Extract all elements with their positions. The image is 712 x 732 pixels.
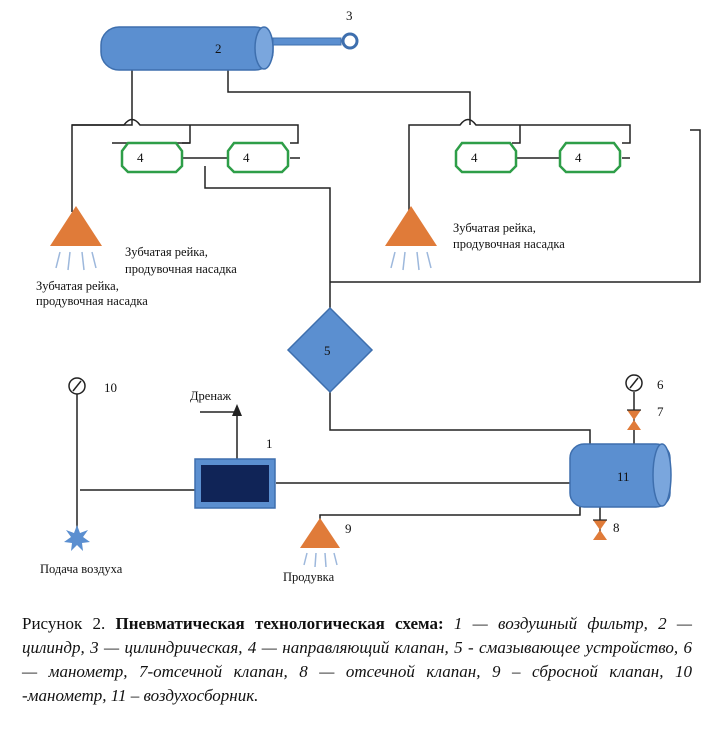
- drain-label: Дренаж: [190, 389, 232, 403]
- cylinder: 2: [100, 26, 274, 71]
- valve-number: 4: [575, 150, 582, 165]
- directional-valve: 4: [454, 141, 518, 174]
- receiver-number: 11: [617, 469, 630, 484]
- valve-number: 4: [137, 150, 144, 165]
- rack-label: продувочная насадка: [453, 237, 565, 251]
- lubricator: 5: [286, 306, 374, 394]
- cylinder-number: 2: [215, 41, 222, 56]
- cutoff-valve-bottom: 8: [593, 519, 620, 540]
- filter-number: 1: [266, 436, 273, 451]
- pressure-gauge-left: 10: [68, 377, 117, 395]
- directional-valve: 4: [226, 141, 290, 174]
- rack-label: Зубчатая рейка,: [125, 245, 208, 259]
- piston-rod: 3: [272, 8, 359, 50]
- rack-label: Зубчатая рейка,: [453, 221, 536, 235]
- directional-valve: 4: [120, 141, 184, 174]
- cutoff-number: 7: [657, 404, 664, 419]
- blow-nozzle-left: [50, 206, 102, 271]
- rack-label: продувочная насадка: [36, 294, 148, 308]
- relief-valve: 9: [300, 518, 352, 568]
- air-intake-icon: [64, 525, 90, 551]
- figure-caption: Рисунок 2. Пневматическая технологическа…: [22, 612, 692, 708]
- rack-label: продувочная насадка: [125, 262, 237, 276]
- rod-number: 3: [346, 8, 353, 23]
- lubricator-number: 5: [324, 343, 331, 358]
- directional-valve: 4: [558, 141, 622, 174]
- cutoff-number: 8: [613, 520, 620, 535]
- valve-number: 4: [471, 150, 478, 165]
- blow-nozzle-mid: [385, 206, 437, 271]
- blowdown-label: Продувка: [283, 570, 335, 584]
- caption-prefix: Рисунок 2.: [22, 614, 116, 633]
- cutoff-valve-top: 7: [627, 404, 664, 430]
- caption-body: 1 — воздушный фильтр, 2 — цилиндр, 3 — ц…: [22, 614, 692, 705]
- valve-number: 4: [243, 150, 250, 165]
- gauge-number: 6: [657, 377, 664, 392]
- air-receiver: 11: [569, 443, 672, 508]
- air-supply-label: Подача воздуха: [40, 562, 123, 576]
- pressure-gauge-right: 6: [625, 374, 664, 392]
- air-filter: 1: [194, 436, 276, 509]
- caption-title: Пневматическая технологическая схема:: [115, 614, 444, 633]
- rack-label: Зубчатая рейка,: [36, 279, 119, 293]
- relief-number: 9: [345, 521, 352, 536]
- gauge-number: 10: [104, 380, 117, 395]
- pneumatic-diagram: 2 3 4 4 4 4: [36, 8, 701, 584]
